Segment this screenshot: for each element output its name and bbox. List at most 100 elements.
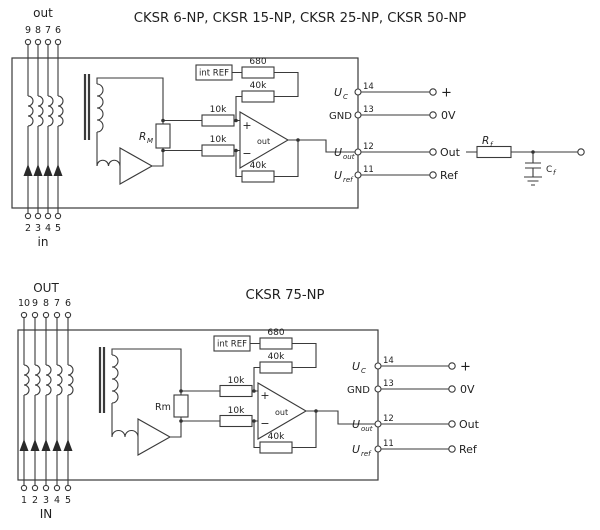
terminal-0v-label: 0V	[460, 383, 475, 396]
pin11-number: 11	[363, 165, 374, 175]
resistor-680-label: 680	[267, 328, 284, 338]
filter-wiring	[466, 151, 578, 177]
uref-pin-sub: ref	[361, 450, 372, 458]
top-primary-out-pins: out 9 8 7 6	[24, 6, 62, 46]
int-ref-label: int REF	[217, 340, 247, 350]
current-arrow-icon	[30, 439, 40, 451]
uref-pin-label: U	[352, 443, 360, 456]
rm-label-sub: M	[147, 137, 153, 145]
output-pin-row-uc: U C 14 +	[352, 356, 471, 375]
resistor-40k-box	[259, 361, 293, 374]
terminal-ref-label: Ref	[459, 443, 478, 456]
uout-pin-label: U	[352, 418, 360, 431]
resistor-40k-label: 40k	[250, 161, 267, 171]
opamp-plus: +	[260, 389, 269, 402]
bottom-diagram-title: CKSR 75-NP	[246, 288, 325, 303]
resistor-10k-box	[219, 414, 253, 428]
uref-pin-sub: ref	[343, 176, 354, 184]
output-pin-row-uref: U ref 11 Ref	[352, 439, 478, 458]
int-ref-label: int REF	[199, 69, 229, 79]
pin14-number: 14	[383, 356, 394, 366]
pin14-number: 14	[363, 82, 374, 92]
terminal-out-label: Out	[440, 146, 461, 159]
pin12-number: 12	[383, 414, 394, 424]
int-ref-box	[195, 64, 233, 81]
fluxgate-coil-icon	[96, 159, 121, 167]
pin-number: 2	[25, 223, 31, 234]
resistor-10k-label: 10k	[210, 135, 227, 145]
pin-number: 8	[43, 298, 49, 309]
top-diagram-title: CKSR 6-NP, CKSR 15-NP, CKSR 25-NP, CKSR …	[134, 11, 467, 26]
ground-icon	[524, 176, 542, 186]
pin-number: 4	[45, 223, 51, 234]
resistor-40k-label: 40k	[268, 352, 285, 362]
pin13-number: 13	[363, 105, 374, 115]
secondary-winding-icon	[111, 354, 119, 404]
pin-number: 7	[54, 298, 60, 309]
resistor-40k-label: 40k	[250, 81, 267, 91]
opamp-out-label: out	[257, 137, 270, 146]
resistor-10k-box	[201, 144, 235, 157]
resistor-rf-box	[476, 145, 512, 159]
opamp-minus: −	[242, 147, 251, 160]
current-arrow-icon	[52, 439, 62, 451]
in-label: in	[38, 235, 49, 249]
pin-number: 3	[43, 495, 49, 506]
opamp-plus: +	[242, 119, 251, 132]
pin11-number: 11	[383, 439, 394, 449]
gnd-pin-label: GND	[347, 385, 370, 396]
output-pin-row-gnd: GND 13 0V	[347, 379, 475, 396]
resistor-10k-box	[219, 384, 253, 398]
pin-number: 6	[65, 298, 71, 309]
pin-number: 5	[55, 223, 61, 234]
pin-number: 9	[25, 25, 31, 36]
resistor-680-label: 680	[249, 57, 266, 67]
current-arrow-icon	[33, 164, 43, 176]
terminal-plus-label: +	[441, 86, 452, 101]
pin-number: 1	[21, 495, 27, 506]
uc-pin-sub: C	[361, 367, 366, 375]
uout-pin-label: U	[334, 146, 342, 159]
rm-label: R	[139, 131, 146, 143]
amplifier-icon	[119, 147, 154, 185]
pin-number: 10	[18, 298, 30, 309]
pin-number: 8	[35, 25, 41, 36]
opamp-minus: −	[260, 417, 269, 430]
transformer-core-icon	[98, 347, 106, 413]
output-pin-row-uref: U ref 11 Ref	[334, 165, 459, 184]
opamp-icon	[239, 111, 290, 169]
resistor-10k-box	[201, 114, 235, 127]
uref-pin-label: U	[334, 169, 342, 182]
terminal-out-label: Out	[459, 418, 480, 431]
bottom-primary-out-pins: OUT 10 9 8 7 6	[18, 281, 72, 319]
pin-number: 6	[55, 25, 61, 36]
junction-dots	[161, 118, 300, 153]
current-arrow-icon	[53, 164, 63, 176]
current-arrow-icon	[41, 439, 51, 451]
cf-label: C	[546, 165, 552, 175]
resistor-10k-label: 10k	[210, 105, 227, 115]
rf-label-sub: f	[490, 141, 494, 149]
resistor-rm-box	[173, 394, 189, 418]
bottom-primary-in-pins: 1 2 3 4 5 IN	[20, 484, 72, 521]
terminal-plus-label: +	[460, 360, 471, 375]
output-pin-row-uout: U out 12 Out	[334, 142, 461, 161]
pin13-number: 13	[383, 379, 394, 389]
pin-number: 9	[32, 298, 38, 309]
output-pin-row-uout: U out 12 Out	[352, 414, 480, 433]
primary-winding-icon	[23, 44, 64, 214]
resistor-10k-label: 10k	[228, 406, 245, 416]
terminal-ref-label: Ref	[440, 169, 459, 182]
uc-pin-label: U	[334, 86, 342, 99]
resistor-680-box	[241, 66, 275, 79]
resistor-40k-box	[241, 90, 275, 103]
current-arrow-icon	[43, 164, 53, 176]
pin-number: 2	[32, 495, 38, 506]
sensor-body-outline	[17, 329, 379, 481]
opamp-icon	[257, 382, 308, 440]
pin-number: 4	[54, 495, 60, 506]
junction-dots	[179, 389, 318, 423]
resistor-40k-box	[241, 170, 275, 183]
primary-winding-icon	[19, 317, 74, 486]
